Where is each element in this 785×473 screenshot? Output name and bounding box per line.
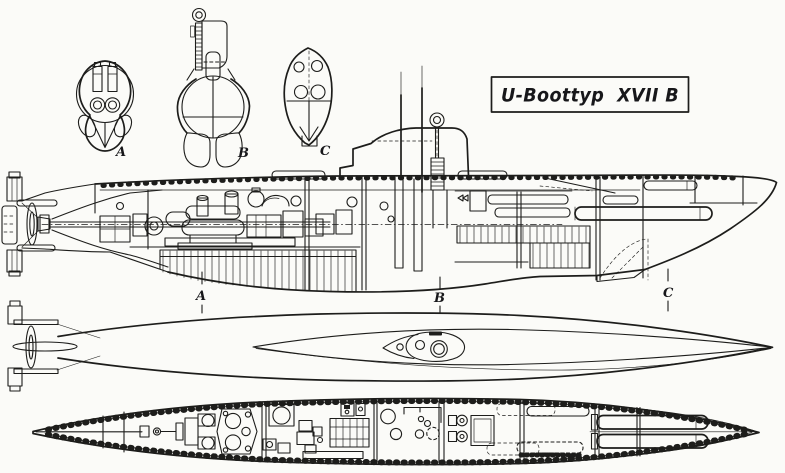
section-c-keel (301, 135, 318, 147)
engine-room-bottom (262, 402, 370, 460)
stern-plane-upper (16, 199, 58, 207)
cross-section-a: A (75, 60, 135, 160)
section-b-periscope-mast (190, 22, 203, 71)
torpedo-stowage (454, 180, 698, 218)
cross-section-a-label: A (114, 145, 126, 160)
section-b-saddle-tanks (183, 132, 243, 168)
conning-pod-plan (382, 331, 466, 362)
cross-section-c-label: C (320, 144, 331, 159)
rudder-hub (1, 205, 18, 245)
torpedo-tube (574, 206, 713, 221)
battery-aft-hatching (159, 249, 357, 292)
hull-frame-ticks (100, 174, 737, 188)
valve-symbol (457, 194, 469, 202)
hull-profile (41, 174, 778, 293)
section-a-engine-mounts (92, 61, 118, 93)
bow-structure (539, 175, 758, 281)
section-marker-b-label: B (433, 291, 445, 306)
snorkel-mast (429, 112, 445, 191)
deck-plan-view (32, 397, 760, 466)
conning-tower (339, 127, 470, 223)
battery-fore-hatching (454, 225, 591, 269)
section-marker-c: C (663, 268, 674, 312)
deck-locker-fore (457, 170, 508, 180)
stern-assembly (1, 171, 169, 277)
stowage-bottom (516, 405, 590, 458)
propeller-plan (25, 325, 37, 369)
torpedo-tubes-bottom (589, 408, 757, 455)
plan-view (7, 300, 774, 392)
section-marker-b: B (433, 276, 445, 314)
section-marker-a: A (194, 271, 206, 314)
forefoot-skeg (596, 268, 646, 283)
section-marker-c-label: C (663, 286, 674, 301)
section-b-pressure-hull (176, 75, 251, 139)
section-marker-a-label: A (194, 289, 206, 304)
main-hatch-plan (430, 340, 448, 358)
hub-plan (12, 341, 78, 352)
propeller-hub (37, 214, 51, 234)
engine-block (329, 417, 370, 448)
cross-section-b: B (176, 7, 251, 168)
side-elevation-view: A B C (1, 65, 778, 314)
turbine (185, 205, 241, 220)
stern-plane-lower (16, 244, 56, 252)
engine-room-machinery (49, 187, 361, 250)
stern-gear-plan (7, 300, 101, 392)
casing-lens (252, 328, 774, 366)
type-label: U-Boottyp XVII B (501, 85, 679, 107)
type-label-box: U-Boottyp XVII B (490, 76, 690, 113)
cross-section-c: C (283, 47, 333, 159)
deck-locker-aft (271, 170, 326, 180)
control-room-bottom (380, 406, 442, 441)
stern-machinery-bottom (35, 408, 258, 455)
hull-outline-plan (57, 312, 774, 382)
section-b-snorkel-ring (191, 7, 207, 23)
casing-lens-inner (255, 348, 772, 371)
mast-trunks (394, 177, 448, 272)
section-a-shaft-circles (89, 97, 121, 113)
tube-rears-bottom (447, 403, 556, 456)
cross-section-b-label: B (237, 146, 249, 161)
